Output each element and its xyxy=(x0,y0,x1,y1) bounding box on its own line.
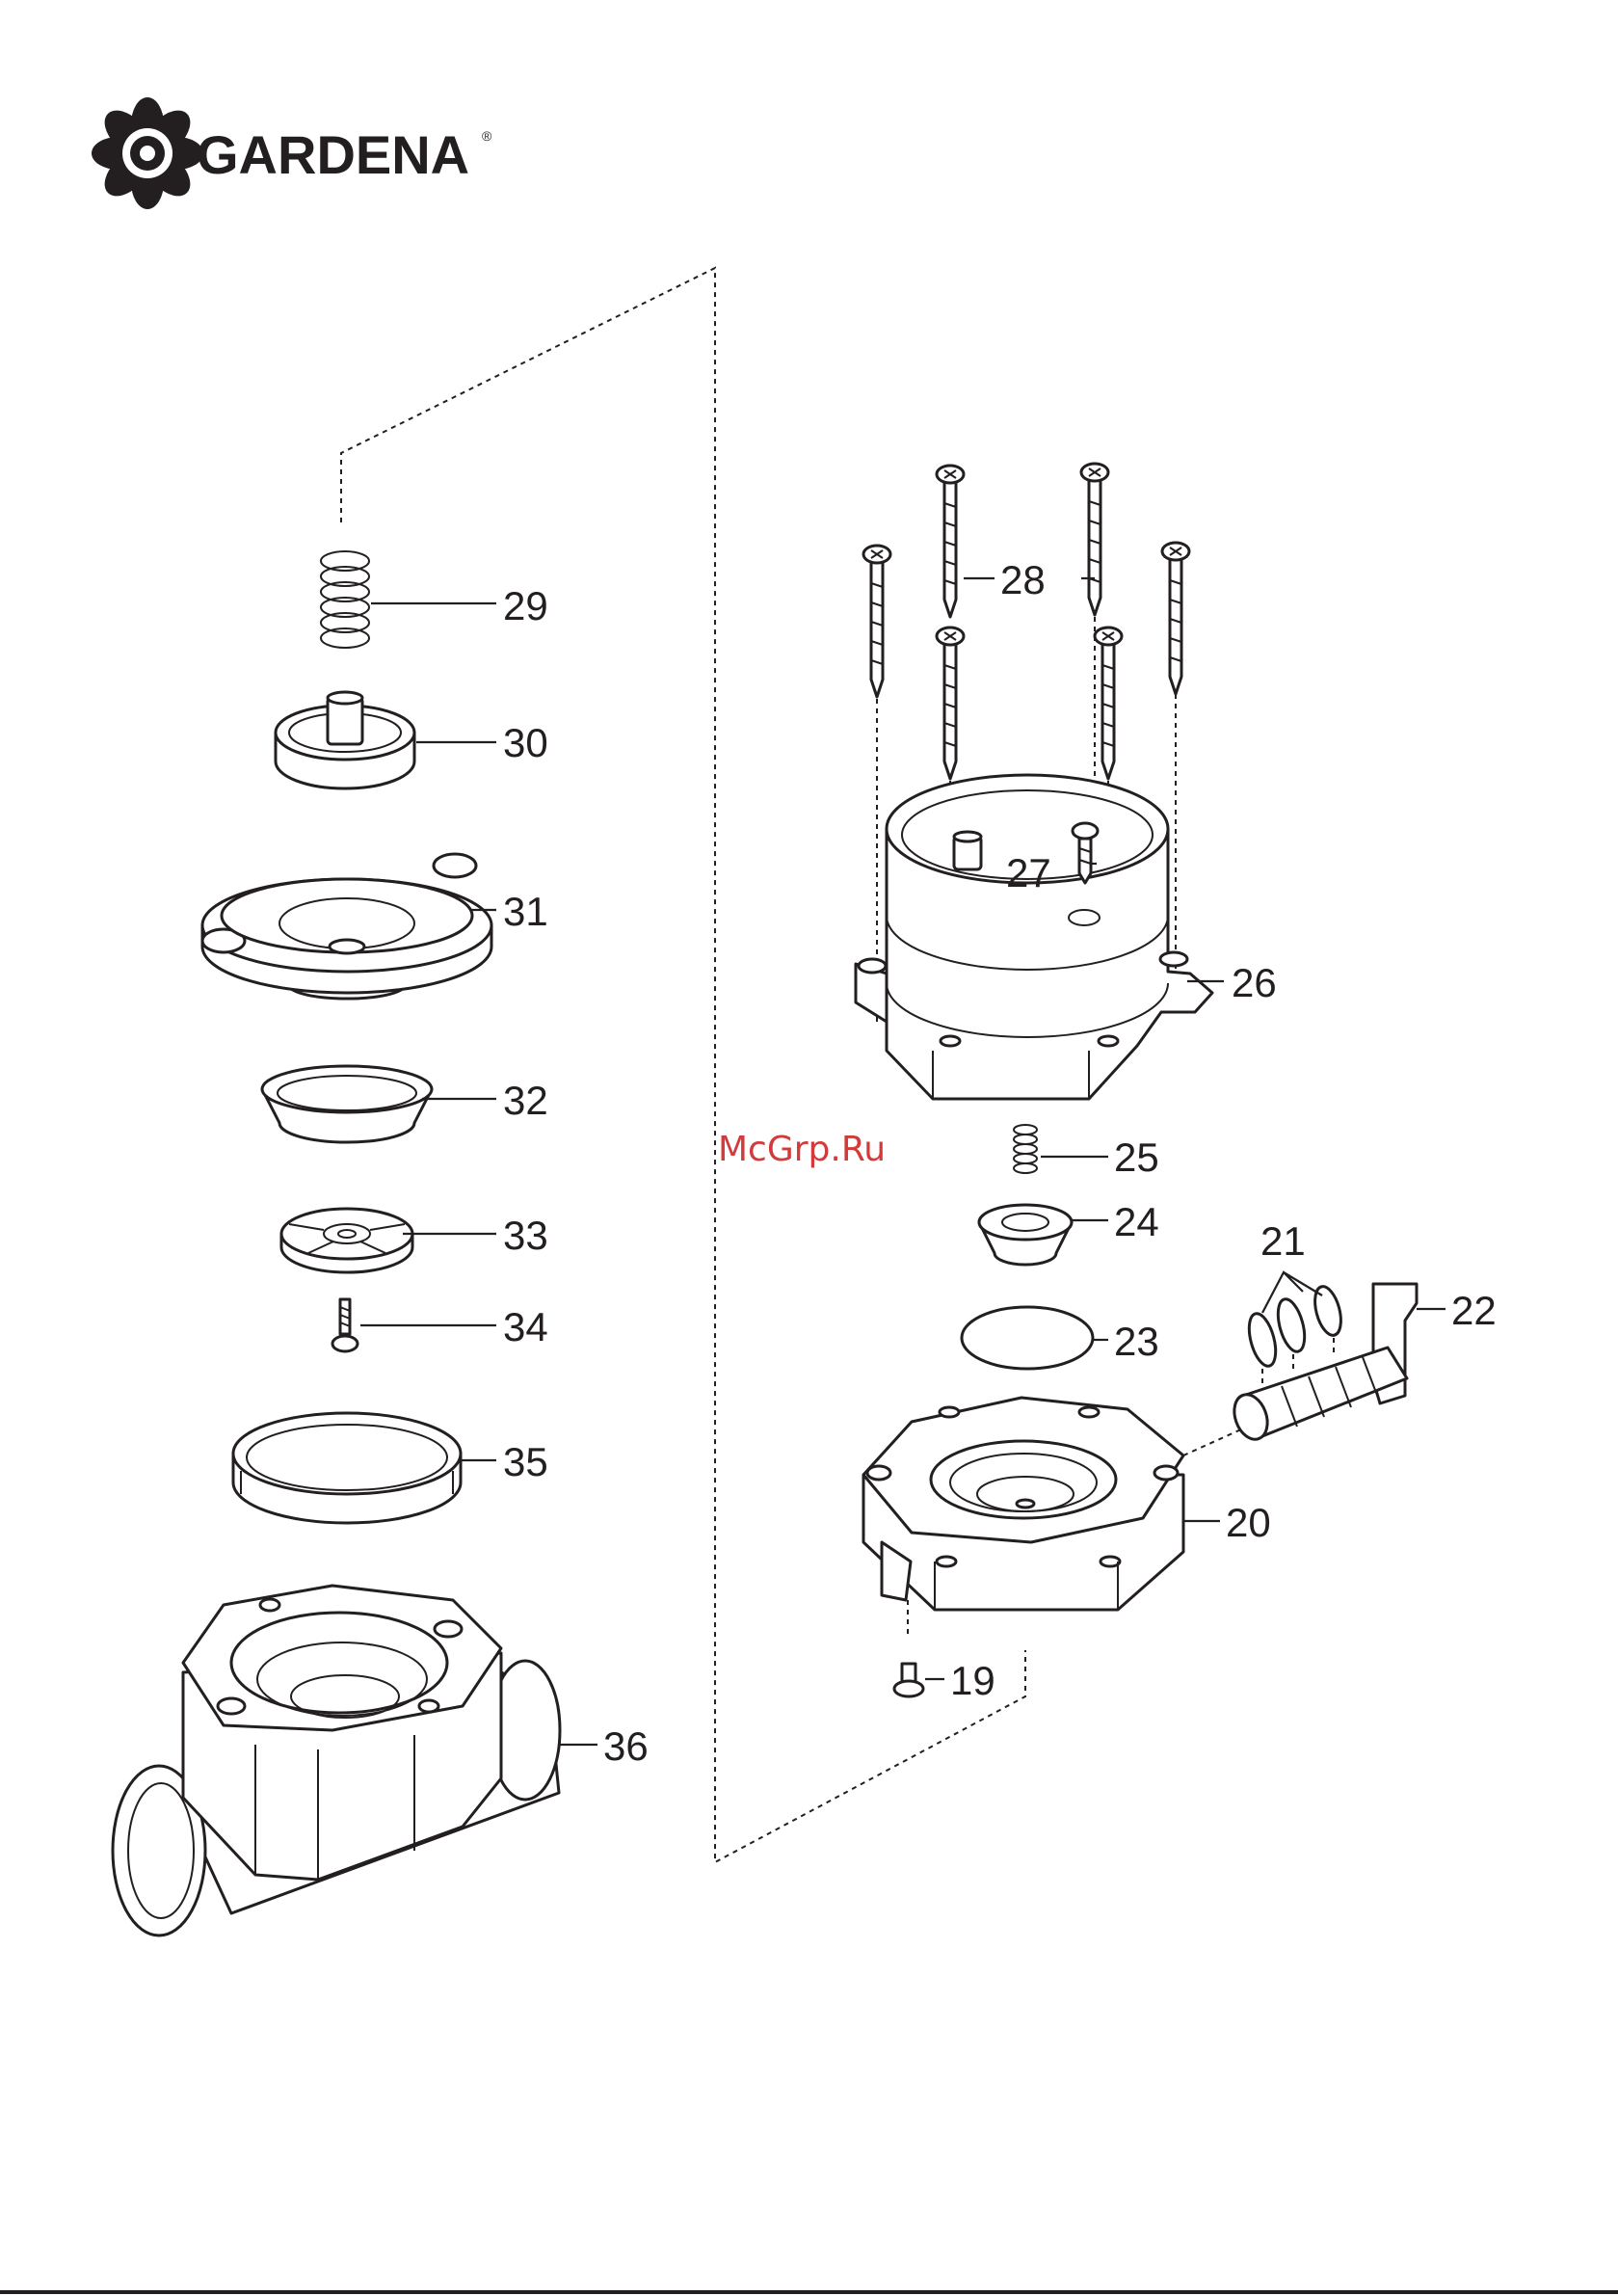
brand-registered-mark: ® xyxy=(482,128,492,144)
part-label-34: 34 xyxy=(503,1304,548,1349)
part-label-28: 28 xyxy=(1000,557,1046,602)
part-30-cap xyxy=(276,692,414,788)
watermark-text: McGrp.Ru xyxy=(718,1130,886,1169)
part-20-valve-cover xyxy=(863,1398,1243,1639)
screw-1 xyxy=(863,546,890,697)
screw-6 xyxy=(1095,627,1122,779)
part-label-36: 36 xyxy=(603,1723,649,1769)
part-29-spring xyxy=(321,551,369,648)
part-label-29: 29 xyxy=(503,583,548,628)
part-23-membrane-disc xyxy=(962,1307,1093,1369)
part-label-30: 30 xyxy=(503,720,548,765)
part-34-screw xyxy=(332,1299,358,1351)
part-25-spring xyxy=(1014,1125,1037,1173)
part-35-filter-ring xyxy=(233,1413,461,1523)
part-19-bolt xyxy=(894,1664,923,1696)
part-label-25: 25 xyxy=(1114,1135,1159,1180)
part-label-33: 33 xyxy=(503,1213,548,1258)
part-31-diaphragm xyxy=(202,854,491,999)
screw-3 xyxy=(1081,464,1108,615)
part-33-valve-disc xyxy=(281,1209,412,1272)
part-label-35: 35 xyxy=(503,1439,548,1484)
part-label-31: 31 xyxy=(503,889,548,934)
part-label-23: 23 xyxy=(1114,1319,1159,1364)
screw-2 xyxy=(937,466,964,617)
part-32-ring xyxy=(262,1066,432,1142)
gardena-flower-logo-icon xyxy=(92,97,203,209)
part-label-26: 26 xyxy=(1232,960,1277,1005)
part-label-24: 24 xyxy=(1114,1199,1159,1244)
brand-name: GARDENA xyxy=(197,124,469,185)
part-label-32: 32 xyxy=(503,1078,548,1123)
part-label-21: 21 xyxy=(1260,1218,1306,1264)
part-label-19: 19 xyxy=(950,1658,995,1703)
part-36-valve-body xyxy=(113,1586,560,1936)
part-24-plunger xyxy=(979,1205,1072,1265)
part-26-housing xyxy=(856,775,1212,1099)
screw-4 xyxy=(1162,543,1189,694)
part-label-20: 20 xyxy=(1226,1500,1271,1545)
screw-5 xyxy=(937,627,964,779)
part-label-27: 27 xyxy=(1006,850,1051,895)
part-label-22: 22 xyxy=(1451,1288,1497,1333)
